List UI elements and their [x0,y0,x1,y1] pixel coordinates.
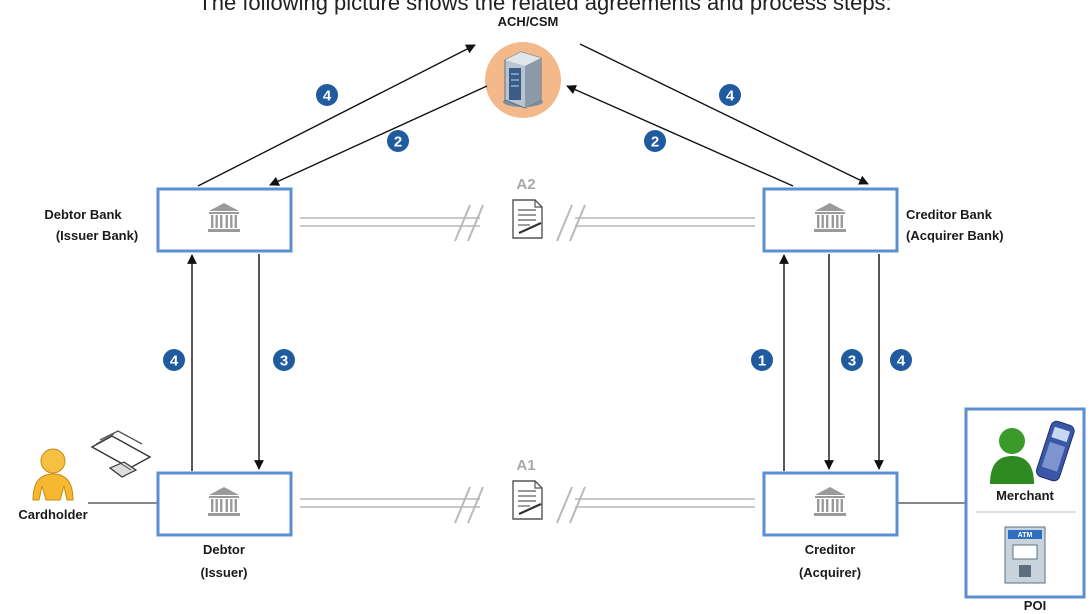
creditor-bank-label-line2: (Acquirer Bank) [906,228,1004,243]
creditor-label-line2: (Acquirer) [799,565,861,580]
agreement-a2-label: A2 [516,176,535,193]
ach-csm-label: ACH/CSM [498,14,559,29]
arrow-debtor-bank-to-ach [197,44,476,187]
step-badge-number: 4 [323,88,332,105]
ach-csm-server-icon [485,42,561,118]
step-badge-number: 3 [848,353,856,370]
step-badge: 2 [644,130,666,152]
step-badge: 4 [719,84,741,106]
step-badge: 3 [841,349,863,371]
debtor-bank-label-line2: (Issuer Bank) [56,228,138,243]
step-badge-number: 2 [651,134,659,151]
atm-machine-icon [1004,526,1046,584]
step-badge-number: 3 [280,353,288,370]
step-badge-number: 1 [758,353,766,370]
debtor-bank-box [156,187,293,253]
agreement-link-a1 [300,486,755,524]
agreement-link-a2 [300,204,755,242]
debtor-label-line2: (Issuer) [201,565,248,580]
atm-sign-text: ATM [1018,532,1033,539]
poi-label: POI [1024,598,1046,613]
step-badge-number: 4 [897,353,906,370]
agreement-a2-document-icon [511,198,544,240]
merchant-person-icon [990,428,1034,484]
step-badge: 4 [316,84,338,106]
agreement-a1-document-icon [511,479,544,521]
diagram-caption: The following picture shows the related … [198,0,891,15]
step-badge-number: 2 [394,134,402,151]
creditor-label-line1: Creditor [805,542,856,557]
debtor-label-line1: Debtor [203,542,245,557]
creditor-bank-box [762,187,899,253]
cardholder-person-icon [32,448,74,501]
creditor-bank-label-line1: Creditor Bank [906,207,993,222]
creditor-box [762,471,899,537]
step-badge: 4 [890,349,912,371]
step-badge: 4 [163,349,185,371]
step-badge: 2 [387,130,409,152]
cardholder-label: Cardholder [18,507,87,522]
arrow-ach-to-creditor-bank [579,43,869,185]
step-badge: 3 [273,349,295,371]
agreement-a1-label: A1 [516,457,535,474]
step-badge-number: 4 [726,88,735,105]
step-badge-number: 4 [170,353,179,370]
cash-and-card-icon [90,430,152,478]
arrow-ach-to-debtor-bank [269,85,488,186]
step-badge: 1 [751,349,773,371]
debtor-bank-label-line1: Debtor Bank [44,207,122,222]
merchant-label: Merchant [996,488,1054,503]
debtor-box [156,471,293,537]
arrow-creditor-bank-to-ach [566,85,794,187]
card-terminal-icon [1035,420,1075,482]
